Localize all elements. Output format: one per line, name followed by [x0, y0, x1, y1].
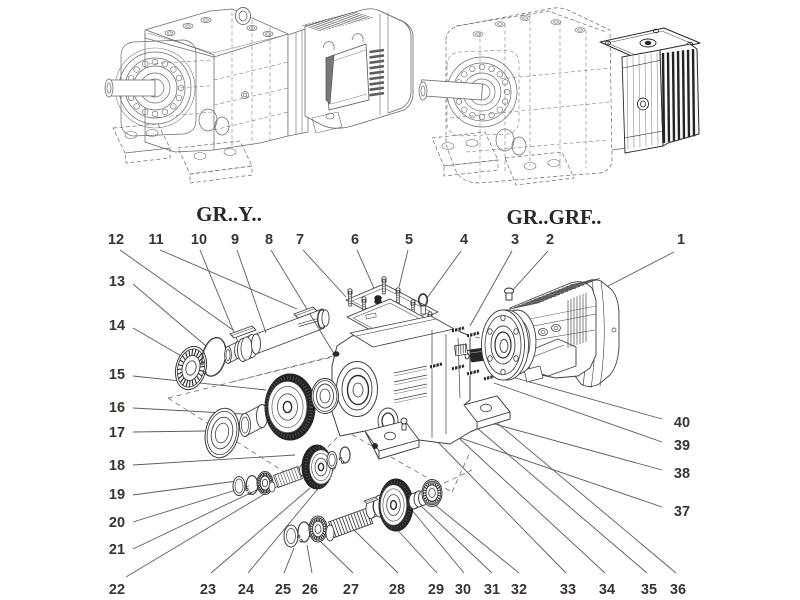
svg-text:32: 32 — [511, 582, 527, 598]
svg-text:25: 25 — [275, 582, 291, 598]
svg-text:36: 36 — [670, 582, 686, 598]
svg-text:34: 34 — [599, 582, 615, 598]
svg-text:9: 9 — [231, 232, 239, 248]
svg-text:37: 37 — [674, 504, 690, 520]
svg-text:16: 16 — [109, 400, 125, 416]
svg-text:3: 3 — [511, 232, 519, 248]
svg-text:27: 27 — [343, 582, 359, 598]
svg-text:31: 31 — [484, 582, 500, 598]
svg-text:11: 11 — [148, 232, 163, 248]
svg-text:10: 10 — [191, 232, 207, 248]
svg-text:38: 38 — [674, 466, 690, 482]
svg-text:19: 19 — [109, 487, 125, 503]
svg-text:6: 6 — [351, 232, 359, 248]
svg-text:15: 15 — [109, 367, 125, 383]
svg-text:18: 18 — [109, 458, 125, 474]
svg-text:14: 14 — [109, 318, 125, 334]
svg-text:39: 39 — [674, 438, 690, 454]
svg-text:20: 20 — [109, 515, 125, 531]
svg-text:4: 4 — [460, 232, 468, 248]
svg-text:33: 33 — [560, 582, 576, 598]
svg-text:GR..Y..: GR..Y.. — [196, 202, 262, 226]
svg-text:30: 30 — [455, 582, 471, 598]
svg-text:35: 35 — [641, 582, 657, 598]
svg-text:22: 22 — [109, 582, 125, 598]
svg-text:13: 13 — [109, 274, 125, 290]
svg-text:2: 2 — [546, 232, 554, 248]
svg-text:26: 26 — [302, 582, 318, 598]
svg-text:1: 1 — [677, 232, 685, 248]
svg-text:28: 28 — [389, 582, 405, 598]
svg-text:24: 24 — [238, 582, 254, 598]
svg-text:5: 5 — [405, 232, 413, 248]
svg-text:21: 21 — [109, 542, 125, 558]
svg-text:GR..GRF..: GR..GRF.. — [507, 205, 602, 229]
svg-text:8: 8 — [265, 232, 273, 248]
svg-text:29: 29 — [428, 582, 444, 598]
svg-text:7: 7 — [296, 232, 304, 248]
svg-text:12: 12 — [108, 232, 124, 248]
svg-text:40: 40 — [674, 415, 690, 431]
svg-text:23: 23 — [200, 582, 216, 598]
svg-text:17: 17 — [109, 425, 125, 441]
